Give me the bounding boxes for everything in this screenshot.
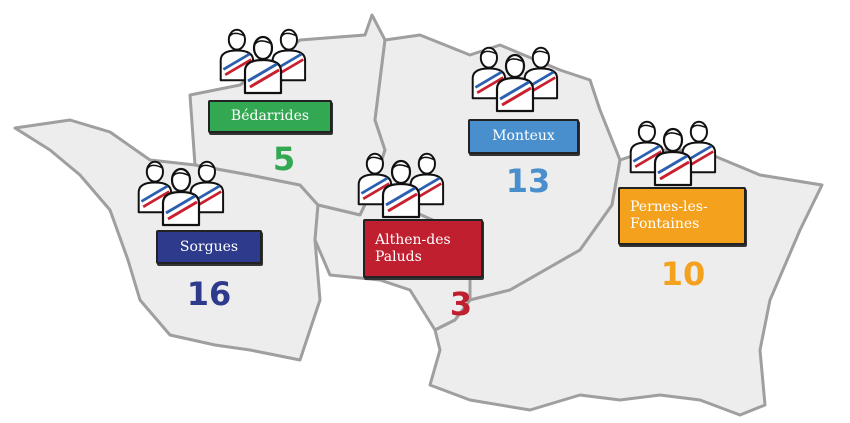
commune-label-monteux: Monteux (468, 119, 579, 154)
count-bedarrides: 5 (272, 140, 296, 178)
count-monteux: 13 (505, 162, 551, 200)
commune-label-bedarrides: Bédarrides (208, 100, 332, 133)
commune-label-pernes-les-fontaines: Pernes-les-Fontaines (618, 187, 746, 245)
commune-label-althen-des-paluds: Althen-des Paluds (363, 219, 483, 278)
count-sorgues: 16 (186, 275, 232, 313)
count-pernes-les-fontaines: 10 (660, 255, 706, 293)
commune-label-sorgues: Sorgues (156, 230, 262, 264)
count-althen-des-paluds: 3 (449, 285, 473, 323)
